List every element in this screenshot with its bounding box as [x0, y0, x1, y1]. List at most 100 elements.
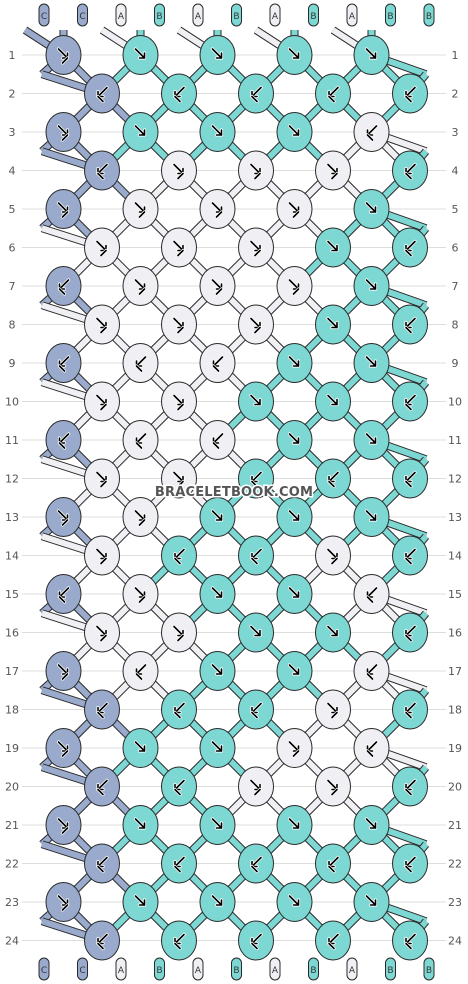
arrow-down-right-icon: [95, 316, 108, 335]
bottom-string-label: C: [41, 966, 47, 976]
arrow-down-left-icon: [327, 855, 340, 874]
knot: [84, 920, 120, 961]
top-string-label: B: [387, 12, 393, 22]
arrow-down-left-icon: [96, 85, 109, 104]
knot: [199, 420, 236, 460]
arrow-down-left-icon: [404, 393, 417, 412]
knot: [392, 304, 428, 345]
bottom-string-label: B: [387, 966, 393, 976]
arrow-down-left-icon: [250, 85, 263, 104]
arrow-down-left-icon: [173, 85, 186, 104]
arrow-down-left-icon: [57, 586, 71, 604]
row-number-right: 12: [448, 473, 462, 486]
arrow-down-left-icon: [365, 740, 379, 758]
arrow-down-right-icon: [210, 509, 224, 522]
row-number-left: 12: [5, 473, 19, 486]
arrow-down-right-icon: [287, 817, 301, 830]
arrow-down-right-icon: [210, 586, 224, 599]
arrow-down-right-icon: [133, 47, 147, 60]
row-number-left: 20: [5, 781, 19, 794]
knot: [161, 458, 197, 499]
knot: [161, 381, 197, 422]
arrow-down-right-icon: [326, 778, 339, 797]
knot: [45, 574, 82, 614]
knot: [161, 535, 197, 576]
knot: [238, 920, 274, 961]
arrow-down-left-icon: [173, 701, 186, 720]
knot: [353, 35, 390, 75]
bottom-string-cap: [269, 957, 281, 981]
bottom-string-label: B: [426, 966, 432, 976]
row-number-right: 17: [448, 665, 462, 678]
knot: [84, 381, 120, 422]
arrow-down-right-icon: [287, 47, 301, 60]
row-number-right: 13: [448, 511, 462, 524]
arrow-down-left-icon: [404, 778, 417, 797]
top-string-label: A: [195, 12, 202, 22]
arrow-down-right-icon: [287, 586, 301, 599]
arrow-down-right-icon: [249, 316, 262, 335]
row-number-right: 10: [448, 396, 462, 409]
top-string-label: A: [349, 12, 356, 22]
row-number-right: 14: [448, 550, 462, 563]
arrow-down-right-icon: [95, 624, 108, 643]
bottom-string-cap: [77, 957, 88, 981]
arrow-down-left-icon: [404, 239, 417, 258]
arrow-down-left-icon: [250, 701, 263, 720]
knot: [45, 343, 82, 383]
row-number-right: 8: [452, 319, 459, 332]
knot: [84, 843, 120, 884]
bottom-string-label: B: [310, 966, 316, 976]
arrow-down-right-icon: [249, 393, 262, 407]
arrow-down-left-icon: [57, 278, 71, 296]
arrow-down-right-icon: [172, 239, 185, 258]
arrow-down-right-icon: [210, 740, 224, 753]
row-number-right: 22: [448, 858, 462, 871]
top-string-label: C: [79, 12, 85, 22]
knot: [392, 458, 428, 499]
arrow-down-right-icon: [287, 509, 301, 522]
arrow-down-right-icon: [287, 740, 301, 758]
arrow-down-left-icon: [96, 932, 109, 951]
arrow-down-right-icon: [287, 201, 301, 219]
top-string-cap: [154, 3, 165, 27]
knot: [122, 574, 159, 614]
knot: [122, 420, 159, 460]
knot: [122, 189, 159, 229]
arrow-down-right-icon: [210, 201, 224, 219]
row-number-left: 1: [9, 49, 16, 62]
arrow-down-right-icon: [172, 162, 185, 181]
top-string-cap: [269, 3, 281, 27]
arrow-down-right-icon: [326, 701, 339, 720]
arrow-down-left-icon: [250, 470, 263, 489]
bottom-string-label: B: [156, 966, 162, 976]
arrow-down-right-icon: [287, 894, 301, 907]
top-string-cap: [385, 3, 396, 27]
row-number-left: 22: [5, 858, 19, 871]
arrow-down-right-icon: [210, 278, 224, 296]
knot: [84, 227, 120, 268]
row-number-left: 9: [9, 357, 16, 370]
top-string-label: B: [310, 12, 316, 22]
row-number-right: 15: [448, 588, 462, 601]
row-number-left: 11: [5, 434, 19, 447]
row-number-left: 18: [5, 704, 19, 717]
knot: [238, 612, 274, 653]
knot: [199, 343, 236, 383]
arrow-down-right-icon: [326, 239, 339, 253]
knot: [238, 535, 274, 576]
row-number-left: 17: [5, 665, 19, 678]
knot: [122, 497, 159, 537]
arrow-down-right-icon: [56, 201, 70, 219]
arrow-down-right-icon: [364, 894, 378, 907]
knot: [353, 343, 390, 383]
arrow-down-right-icon: [210, 47, 224, 60]
row-number-right: 16: [448, 627, 462, 640]
arrow-down-right-icon: [133, 586, 147, 604]
knot: [353, 805, 390, 845]
knot: [353, 266, 390, 306]
top-string-label: A: [272, 12, 279, 22]
knot: [315, 612, 351, 653]
top-string-label: B: [233, 12, 239, 22]
knot: [238, 150, 274, 191]
